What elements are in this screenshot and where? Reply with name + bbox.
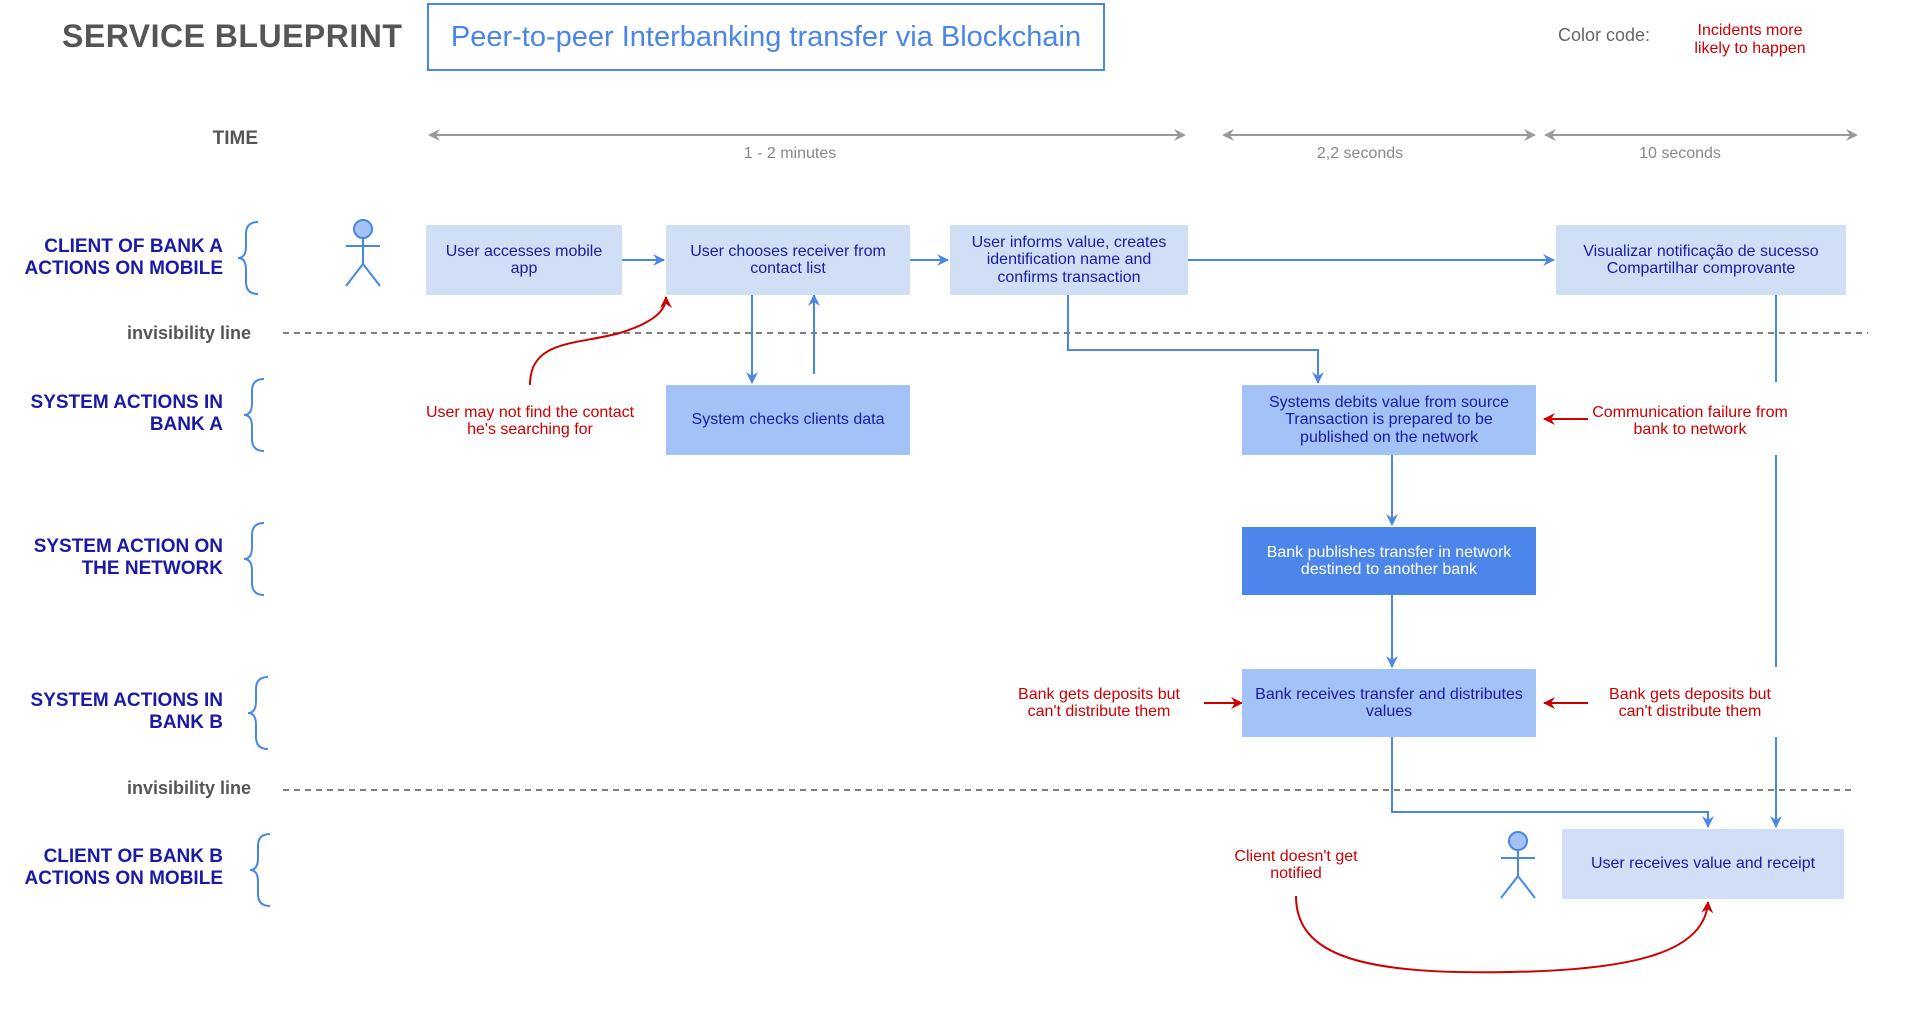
lane-client-a: CLIENT OF BANK A ACTIONS ON MOBILE <box>24 236 223 279</box>
incident-not-notified: Client doesn't get notified <box>1234 848 1358 883</box>
step-check-data: System checks clients data <box>666 385 910 455</box>
incident-contact-not-found: User may not find the contact he's searc… <box>425 404 635 439</box>
step-inform-value: User informs value, creates identificati… <box>950 225 1188 295</box>
step-receive-receipt: User receives value and receipt <box>1562 829 1844 899</box>
step-debit-value: Systems debits value from source Transac… <box>1242 385 1536 455</box>
lane-system-a: SYSTEM ACTIONS IN BANK A <box>30 392 223 435</box>
incidents-legend: Incidents more likely to happen <box>1694 22 1806 57</box>
lane-system-b: SYSTEM ACTIONS IN BANK B <box>30 690 223 733</box>
time-label: TIME <box>212 128 258 149</box>
step-publish-transfer: Bank publishes transfer in network desti… <box>1242 527 1536 595</box>
incident-arrows <box>529 296 1714 974</box>
step-receive-transfer: Bank receives transfer and distributes v… <box>1242 669 1536 737</box>
diagram-subtitle: Peer-to-peer Interbanking transfer via B… <box>427 3 1105 71</box>
page-title: SERVICE BLUEPRINT <box>62 18 403 54</box>
step-notification: Visualizar notificação de sucesso Compar… <box>1556 225 1846 295</box>
stick-figure-icon <box>1500 831 1536 899</box>
lane-network: SYSTEM ACTION ON THE NETWORK <box>33 536 223 579</box>
time-segment-3: 10 seconds <box>1639 145 1721 162</box>
incident-deposits-right: Bank gets deposits but can't distribute … <box>1609 686 1771 721</box>
invisibility-lines <box>283 332 1868 791</box>
lane-client-b: CLIENT OF BANK B ACTIONS ON MOBILE <box>24 846 223 889</box>
stick-figure-icon <box>345 219 381 287</box>
color-code-label: Color code: <box>1558 25 1651 45</box>
time-segment-2: 2,2 seconds <box>1316 145 1404 162</box>
invisibility-line-label-2: invisibility line <box>127 778 252 798</box>
flow-arrows <box>622 254 1782 828</box>
step-choose-receiver: User chooses receiver from contact list <box>666 225 910 295</box>
step-access-app: User accesses mobile app <box>426 225 622 295</box>
invisibility-line-label-1: invisibility line <box>127 323 252 343</box>
lane-braces <box>237 221 271 907</box>
incident-deposits-left: Bank gets deposits but can't distribute … <box>1018 686 1180 721</box>
incident-comm-failure: Communication failure from bank to netwo… <box>1592 404 1788 439</box>
time-segment-1: 1 - 2 minutes <box>743 145 837 162</box>
